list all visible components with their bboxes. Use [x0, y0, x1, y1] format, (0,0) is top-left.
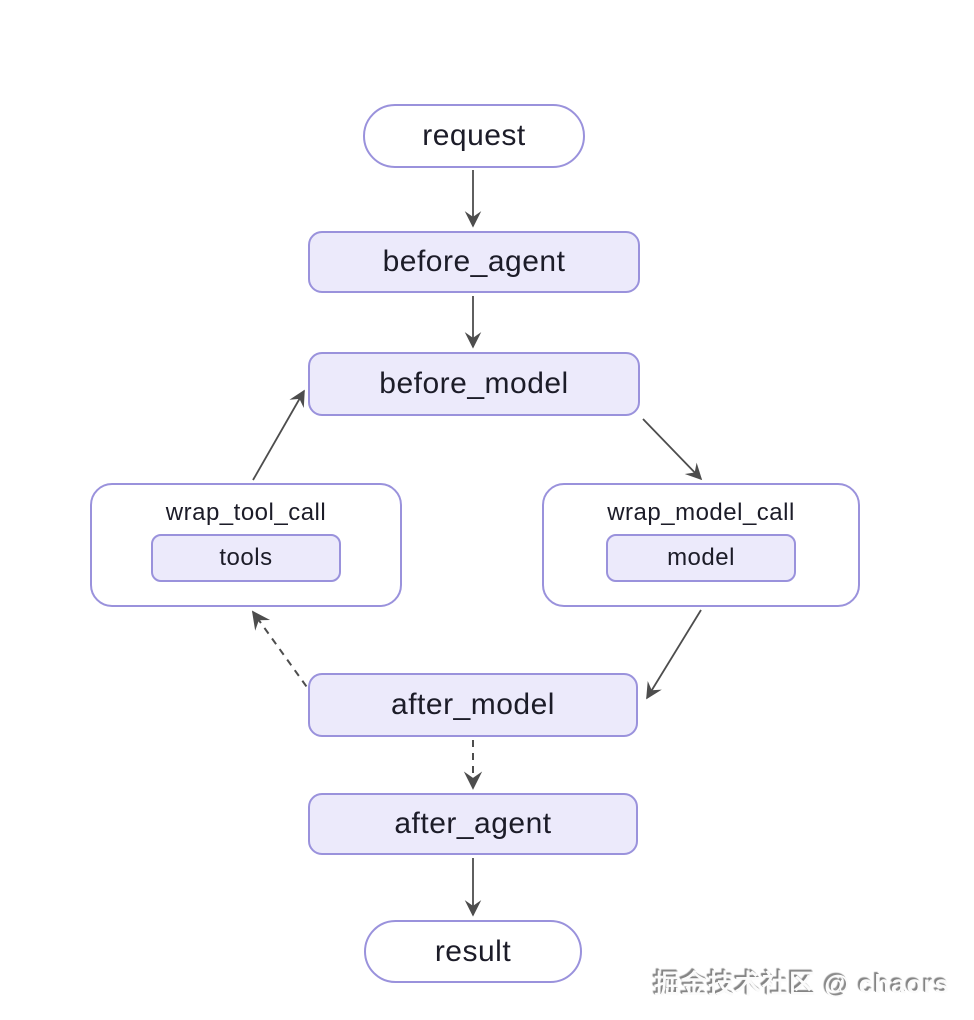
- node-model-label: model: [667, 544, 735, 571]
- node-wrap-model-call-label: wrap_model_call: [607, 499, 795, 526]
- edge-after_model-wrap_tool_call: [251, 610, 315, 698]
- node-tools-label: tools: [219, 544, 273, 571]
- node-before-agent-label: before_agent: [382, 245, 566, 278]
- node-result: result: [364, 920, 582, 983]
- edge-before_model-wrap_model_call: [642, 418, 703, 481]
- node-after-model: after_model: [308, 673, 638, 737]
- watermark: 掘金技术社区 @ chaors: [653, 969, 950, 999]
- node-model: model: [606, 534, 796, 582]
- node-result-label: result: [434, 934, 512, 968]
- node-before-model: before_model: [308, 352, 640, 416]
- edge-wrap_model_call-after_model: [646, 609, 702, 700]
- node-after-model-label: after_model: [391, 688, 555, 721]
- node-after-agent-label: after_agent: [394, 807, 552, 840]
- node-tools: tools: [151, 534, 341, 582]
- node-before-agent: before_agent: [308, 231, 640, 293]
- node-request-label: request: [422, 119, 526, 152]
- node-wrap-model-call: wrap_model_call model: [542, 483, 860, 607]
- node-after-agent: after_agent: [308, 793, 638, 855]
- node-wrap-tool-call-label: wrap_tool_call: [165, 499, 327, 526]
- node-before-model-label: before_model: [379, 367, 569, 400]
- node-wrap-tool-call: wrap_tool_call tools: [90, 483, 402, 607]
- edge-wrap_tool_call-before_model: [252, 389, 305, 481]
- node-request: request: [363, 104, 585, 168]
